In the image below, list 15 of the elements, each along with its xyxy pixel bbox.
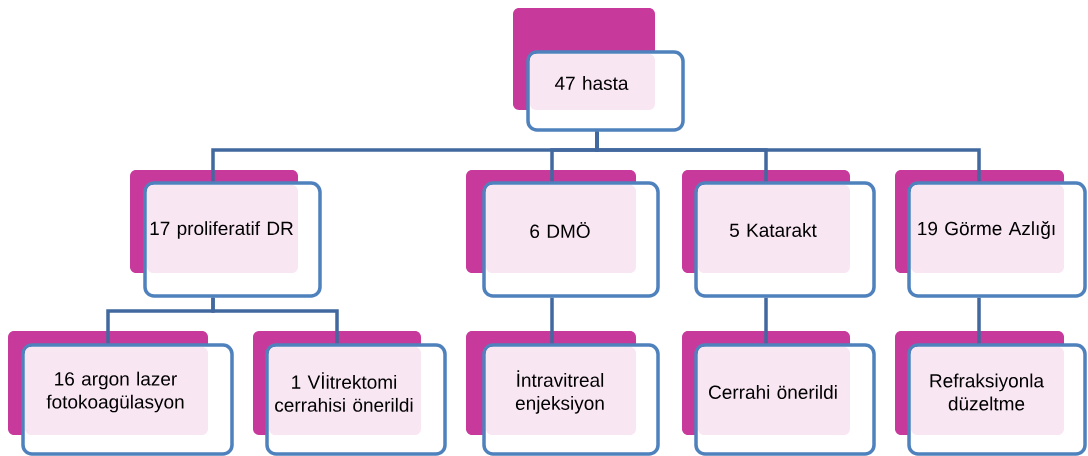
org-chart-box: 17 proliferatif DR bbox=[130, 170, 322, 298]
connector-line bbox=[977, 297, 981, 345]
org-chart-box: 6 DMÖ bbox=[466, 170, 660, 298]
connector-line bbox=[211, 297, 339, 345]
connector-line bbox=[595, 131, 981, 183]
org-chart-box: Cerrahi önerildi bbox=[682, 331, 876, 456]
org-chart-box: 5 Katarakt bbox=[682, 170, 876, 298]
org-chart-box: 19 Görme Azlığı bbox=[895, 170, 1087, 298]
org-chart-box: Refraksiyonla düzeltme bbox=[895, 331, 1087, 456]
org-chart-box: 1 Vİitrektomi cerrahisi önerildi bbox=[253, 331, 447, 456]
org-chart-box: İntravitreal enjeksiyon bbox=[466, 331, 660, 456]
org-chart-box: 47 hasta bbox=[513, 8, 685, 132]
connector-line bbox=[764, 297, 768, 345]
connector-line bbox=[550, 297, 554, 345]
org-chart-box: 16 argon lazer fotokoagülasyon bbox=[8, 331, 234, 456]
